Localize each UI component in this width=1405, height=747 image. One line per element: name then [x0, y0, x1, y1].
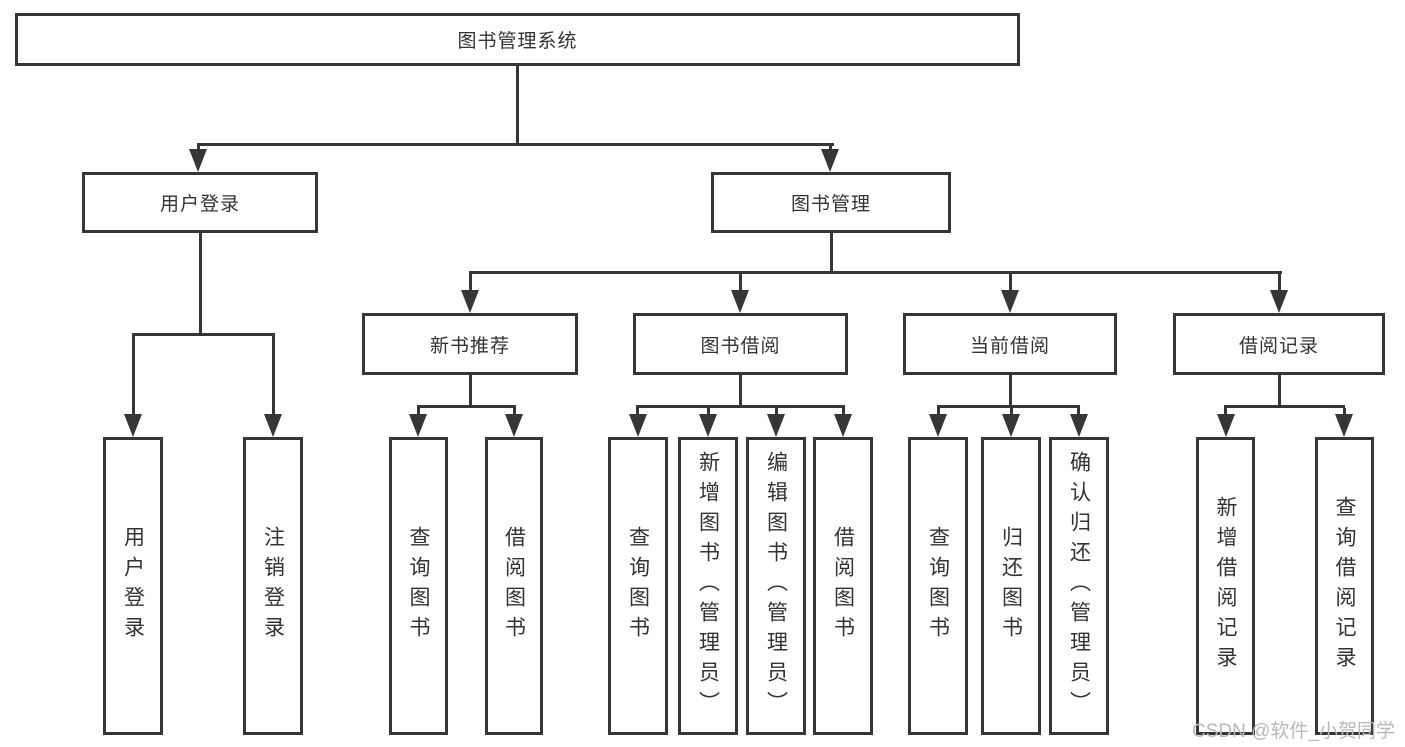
arrow-down-icon [834, 414, 852, 437]
leaf-current-query-books: 查询图书 [908, 437, 968, 735]
arrow-down-icon [1335, 414, 1353, 437]
connector-borrow-hline [636, 405, 845, 408]
connector-records-hline [1224, 405, 1345, 408]
connector-recommend-vline [469, 375, 472, 408]
leaf-current-confirm-return-admin: 确认归还（管理员） [1049, 437, 1109, 735]
connector-root-vline [516, 66, 519, 146]
arrow-down-icon [189, 149, 207, 172]
connector-borrow-drop-2 [707, 408, 710, 416]
csdn-watermark: CSDN @软件_小贺同学 [1192, 721, 1395, 742]
arrow-down-icon [767, 414, 785, 437]
arrow-down-icon [629, 414, 647, 437]
arrow-down-icon [1070, 414, 1088, 437]
leaf-recommend-query-books: 查询图书 [389, 437, 448, 735]
connector-mgmt-hline [469, 271, 1282, 274]
arrow-down-icon [505, 414, 523, 437]
connector-current-drop-3 [1077, 408, 1080, 416]
arrow-down-icon [1217, 414, 1235, 437]
connector-mgmt-drop-4 [1278, 274, 1281, 293]
node-current-borrow-label: 当前借阅 [969, 335, 1050, 357]
node-user-login: 用户登录 [82, 172, 318, 233]
node-book-management: 图书管理 [711, 172, 951, 233]
connector-borrow-drop-1 [636, 408, 639, 416]
arrow-down-icon [124, 414, 142, 437]
connector-current-vline [1009, 375, 1012, 408]
connector-login-hline [132, 333, 275, 336]
leaf-recommend-query-books-label: 查询图书 [407, 526, 430, 646]
node-new-book-recommend-label: 新书推荐 [429, 335, 510, 357]
connector-recommend-drop-2 [513, 408, 516, 416]
leaf-borrow-edit-books-admin: 编辑图书（管理员） [746, 437, 806, 735]
connector-recommend-hline [417, 405, 516, 408]
arrow-down-icon [1270, 290, 1288, 313]
node-new-book-recommend: 新书推荐 [362, 313, 578, 375]
connector-current-drop-2 [1010, 408, 1013, 416]
leaf-recommend-borrow-books-label: 借阅图书 [502, 526, 526, 646]
connector-login-drop-1 [132, 336, 135, 416]
arrow-down-icon [731, 290, 749, 313]
leaf-current-confirm-return-admin-label: 确认归还（管理员） [1067, 451, 1091, 721]
leaf-borrow-borrow-books-label: 借阅图书 [831, 526, 855, 646]
leaf-logout-label: 注销登录 [261, 526, 285, 646]
arrow-down-icon [461, 290, 479, 313]
arrow-down-icon [264, 414, 282, 437]
leaf-borrow-query-books-label: 查询图书 [626, 526, 650, 646]
node-book-management-label: 图书管理 [790, 194, 871, 215]
leaf-borrow-edit-books-admin-label: 编辑图书（管理员） [764, 451, 788, 721]
arrow-down-icon [1002, 414, 1020, 437]
arrow-down-icon [929, 414, 947, 437]
connector-mgmt-vline [830, 233, 833, 274]
node-borrow-records: 借阅记录 [1173, 313, 1385, 375]
arrow-down-icon [1001, 290, 1019, 313]
connector-login-drop-2 [272, 336, 275, 416]
connector-recommend-drop-1 [417, 408, 420, 416]
leaf-borrow-add-books-admin-label: 新增图书（管理员） [696, 451, 720, 721]
leaf-logout: 注销登录 [243, 437, 303, 735]
connector-current-hline [937, 405, 1080, 408]
connector-current-drop-1 [937, 408, 940, 416]
node-root-label: 图书管理系统 [457, 31, 578, 52]
leaf-records-query-record: 查询借阅记录 [1315, 437, 1374, 735]
leaf-borrow-borrow-books: 借阅图书 [813, 437, 873, 735]
connector-borrow-drop-4 [842, 408, 845, 416]
arrow-down-icon [699, 414, 717, 437]
leaf-records-add-record-label: 新增借阅记录 [1214, 496, 1237, 676]
leaf-records-add-record: 新增借阅记录 [1196, 437, 1255, 735]
node-borrow-records-label: 借阅记录 [1238, 335, 1319, 357]
node-user-login-label: 用户登录 [159, 194, 240, 215]
connector-mgmt-drop-2 [739, 274, 742, 293]
node-root: 图书管理系统 [15, 13, 1020, 66]
leaf-borrow-query-books: 查询图书 [608, 437, 668, 735]
node-book-borrow: 图书借阅 [633, 313, 848, 375]
leaf-recommend-borrow-books: 借阅图书 [485, 437, 543, 735]
leaf-current-return-books-label: 归还图书 [999, 526, 1023, 646]
arrow-down-icon [409, 414, 427, 437]
connector-records-vline [1278, 375, 1281, 408]
connector-borrow-vline [739, 375, 742, 408]
node-current-borrow: 当前借阅 [903, 313, 1117, 375]
connector-root-hline [197, 143, 834, 146]
leaf-borrow-add-books-admin: 新增图书（管理员） [678, 437, 738, 735]
connector-login-vline [199, 233, 202, 336]
leaf-current-return-books: 归还图书 [981, 437, 1041, 735]
leaf-user-login-label: 用户登录 [121, 526, 145, 646]
connector-mgmt-drop-1 [469, 274, 472, 293]
node-book-borrow-label: 图书借阅 [700, 335, 781, 357]
connector-records-drop-2 [1343, 408, 1346, 416]
leaf-user-login: 用户登录 [103, 437, 163, 735]
connector-records-drop-1 [1224, 408, 1227, 416]
arrow-down-icon [821, 149, 839, 172]
connector-mgmt-drop-3 [1009, 274, 1012, 293]
connector-borrow-drop-3 [775, 408, 778, 416]
leaf-current-query-books-label: 查询图书 [926, 526, 950, 646]
leaf-records-query-record-label: 查询借阅记录 [1333, 496, 1356, 676]
